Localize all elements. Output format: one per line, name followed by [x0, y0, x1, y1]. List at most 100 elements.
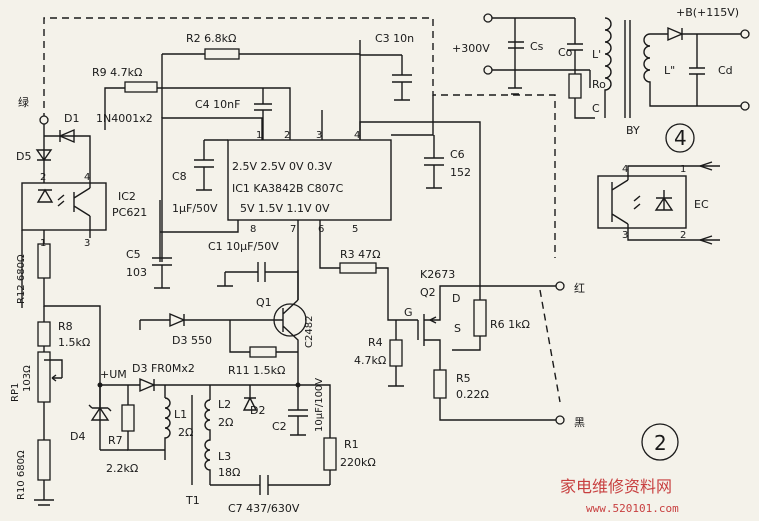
- ic1-row2: 5V 1.5V 1.1V 0V: [240, 202, 330, 215]
- ec-label: EC: [694, 198, 709, 211]
- drain-label: D: [452, 292, 460, 305]
- ic2-optocoupler-body: [21, 182, 107, 231]
- r1-value: 220kΩ: [340, 456, 376, 469]
- d3-fr-label: D3 FR0Mx2: [132, 362, 195, 375]
- c2-label: C2: [272, 420, 287, 433]
- r9-resistor: [124, 81, 158, 93]
- green-terminal: [39, 115, 49, 125]
- t1-label: T1: [185, 494, 200, 507]
- ro-label: Ro: [592, 78, 606, 91]
- co-label: Co: [558, 46, 573, 59]
- l1-label: L1: [174, 408, 187, 421]
- red-label: 红: [574, 282, 585, 295]
- c5-label: C5: [126, 248, 141, 261]
- ic2-pin2: 2: [40, 172, 46, 183]
- c8-label: C8: [172, 170, 187, 183]
- r1-label: R1: [344, 438, 359, 451]
- d3-550-label: D3 550: [172, 334, 212, 347]
- r8-value: 1.5kΩ: [58, 336, 90, 349]
- v300-label: +300V: [452, 42, 490, 55]
- r4-value: 4.7kΩ: [354, 354, 386, 367]
- c6-label: C6: [450, 148, 465, 161]
- ec-pin1: 1: [680, 164, 686, 175]
- l3-label: L3: [218, 450, 231, 463]
- r5-label: R5: [456, 372, 471, 385]
- ic2-pin3: 3: [84, 238, 90, 249]
- b115-label: +B(+115V): [676, 6, 739, 19]
- ic1-controller-body: [227, 139, 392, 221]
- ic2-label: IC2: [118, 190, 136, 203]
- section-4-number: 4: [674, 126, 687, 150]
- pin3: 3: [316, 130, 322, 141]
- ic2-pin1: 1: [40, 238, 46, 249]
- pin2: 2: [284, 130, 290, 141]
- green-label: 绿: [18, 95, 29, 109]
- r3-label: R3 47Ω: [340, 248, 381, 261]
- cs-label: Cs: [530, 40, 544, 53]
- gate-label: G: [404, 306, 413, 319]
- d4-label: D4: [70, 430, 85, 443]
- c6-value: 152: [450, 166, 471, 179]
- ic2-pin4: 4: [84, 172, 90, 183]
- k2673-label: K2673: [420, 268, 455, 281]
- d5-label: D5: [16, 150, 31, 163]
- pin1: 1: [256, 130, 262, 141]
- c2482-label: C2482: [304, 316, 315, 348]
- ec-pin2: 2: [680, 230, 686, 241]
- rp1-label: RP1: [10, 383, 21, 402]
- watermark-site-name: 家电维修资料网: [560, 477, 672, 496]
- rp1-value: 103Ω: [22, 365, 33, 392]
- section-4-circle: [665, 123, 695, 153]
- q2-label: Q2: [420, 286, 436, 299]
- c4-label: C4 10nF: [195, 98, 240, 111]
- r11-label: R11 1.5kΩ: [228, 364, 285, 377]
- black-terminal: [555, 415, 565, 425]
- c-label: C: [592, 102, 600, 115]
- by-label: BY: [626, 124, 640, 137]
- c3-label: C3 10n: [375, 32, 414, 45]
- l3-value: 18Ω: [218, 466, 240, 479]
- pin4: 4: [354, 130, 360, 141]
- red-terminal: [555, 281, 565, 291]
- c1-label: C1 10μF/50V: [208, 240, 279, 253]
- lprime-label: L': [592, 48, 601, 61]
- d5-diode: [35, 149, 53, 162]
- r8-label: R8: [58, 320, 73, 333]
- cd-label: Cd: [718, 64, 733, 77]
- pin8: 8: [250, 224, 256, 235]
- ic1-row1: 2.5V 2.5V 0V 0.3V: [232, 160, 333, 173]
- r7-label: R7: [108, 434, 123, 447]
- d2-label: D2: [250, 404, 265, 417]
- r7-value: 2.2kΩ: [106, 462, 138, 475]
- ec-optocoupler-body: [597, 175, 687, 229]
- pin5: 5: [352, 224, 358, 235]
- r9-label: R9 4.7kΩ: [92, 66, 142, 79]
- c5-value: 103: [126, 266, 147, 279]
- section-2-circle: [641, 423, 679, 461]
- ic1-name: IC1 KA3842B C807C: [232, 182, 344, 195]
- pin7: 7: [290, 224, 296, 235]
- c7-label: C7 437/630V: [228, 502, 300, 515]
- r4-label: R4: [368, 336, 383, 349]
- r5-value: 0.22Ω: [456, 388, 489, 401]
- l2-label: L2: [218, 398, 231, 411]
- l2-value: 2Ω: [218, 416, 233, 429]
- r10-label: R10 680Ω: [16, 450, 27, 500]
- c2-value: 10μF/100V: [314, 378, 325, 432]
- black-label: 黑: [574, 416, 585, 429]
- l1-value: 2Ω: [178, 426, 193, 439]
- feedback-dashed-line: [43, 17, 556, 258]
- r12-label: R12 680Ω: [16, 254, 27, 304]
- ic2-part: PC621: [112, 206, 147, 219]
- dashed-ground-link: [539, 289, 561, 403]
- r6-label: R6 1kΩ: [490, 318, 530, 331]
- q1-label: Q1: [256, 296, 272, 309]
- d1-value: 1N4001x2: [96, 112, 153, 125]
- r2-label: R2 6.8kΩ: [186, 32, 236, 45]
- ldouble-label: L": [664, 64, 675, 77]
- ec-pin3: 3: [622, 230, 628, 241]
- c8-value: 1μF/50V: [172, 202, 218, 215]
